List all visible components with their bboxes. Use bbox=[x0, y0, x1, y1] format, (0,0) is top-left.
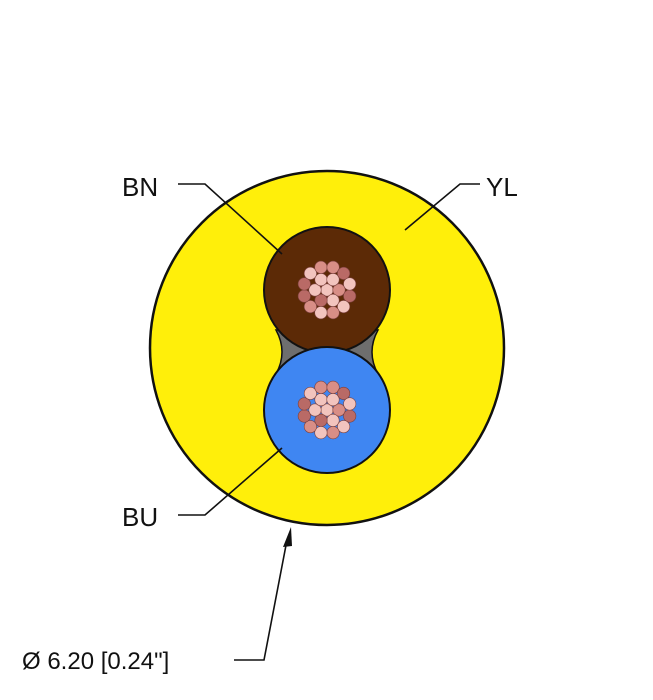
copper-strand bbox=[314, 380, 328, 394]
yl-leader-line bbox=[404, 183, 480, 231]
copper-strand bbox=[337, 386, 351, 400]
bn-label: BN bbox=[122, 172, 158, 202]
bn-leader-line bbox=[178, 183, 283, 255]
copper-strand bbox=[303, 300, 317, 314]
bu-leader-line bbox=[178, 447, 283, 516]
copper-strand bbox=[303, 266, 317, 280]
copper-strand bbox=[308, 403, 322, 417]
copper-strand bbox=[326, 393, 340, 407]
brown-conductor bbox=[263, 226, 391, 354]
copper-strand bbox=[332, 403, 346, 417]
copper-strand bbox=[297, 409, 311, 423]
copper-strand bbox=[314, 393, 328, 407]
diameter-leader-line bbox=[234, 539, 288, 661]
copper-strand bbox=[297, 289, 311, 303]
copper-strand bbox=[326, 306, 340, 320]
copper-strand bbox=[297, 397, 311, 411]
copper-strand bbox=[303, 386, 317, 400]
copper-strand bbox=[314, 260, 328, 274]
copper-strand bbox=[326, 293, 340, 307]
yl-label: YL bbox=[486, 172, 518, 202]
blue-conductor bbox=[263, 346, 391, 474]
copper-strand bbox=[326, 426, 340, 440]
copper-strand bbox=[326, 260, 340, 274]
copper-strand bbox=[326, 380, 340, 394]
diameter-label: Ø 6.20 [0.24"] bbox=[22, 648, 169, 675]
copper-strand bbox=[343, 397, 357, 411]
copper-strand bbox=[308, 283, 322, 297]
copper-strand bbox=[332, 283, 346, 297]
brown-strand-bundle bbox=[297, 260, 357, 320]
copper-strand bbox=[303, 420, 317, 434]
copper-strand bbox=[326, 273, 340, 287]
copper-strand bbox=[337, 266, 351, 280]
copper-strand bbox=[297, 277, 311, 291]
blue-strand-bundle bbox=[297, 380, 357, 440]
copper-strand bbox=[337, 300, 351, 314]
diameter-arrowhead bbox=[283, 527, 292, 547]
copper-strand bbox=[337, 420, 351, 434]
copper-strand bbox=[326, 413, 340, 427]
copper-strand bbox=[314, 273, 328, 287]
copper-strand bbox=[314, 426, 328, 440]
copper-strand bbox=[343, 277, 357, 291]
bu-label: BU bbox=[122, 502, 158, 532]
copper-strand bbox=[314, 306, 328, 320]
